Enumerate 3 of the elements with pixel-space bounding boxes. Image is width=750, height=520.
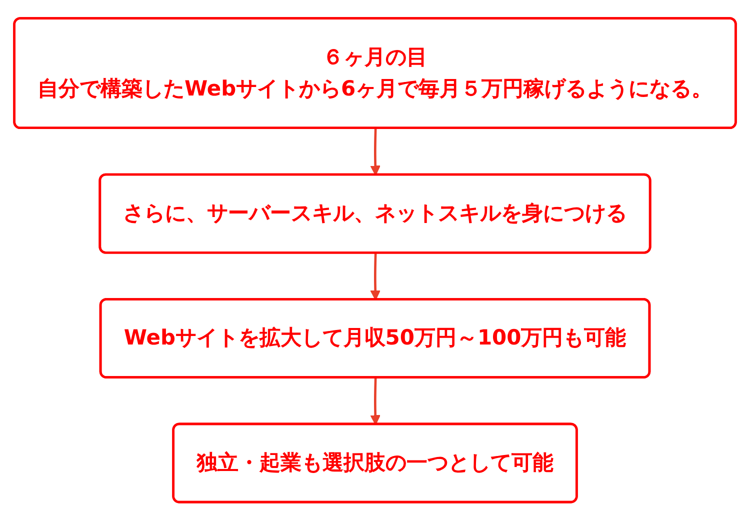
- arrow: [370, 378, 380, 425]
- arrow: [370, 128, 380, 176]
- arrow: [370, 252, 380, 300]
